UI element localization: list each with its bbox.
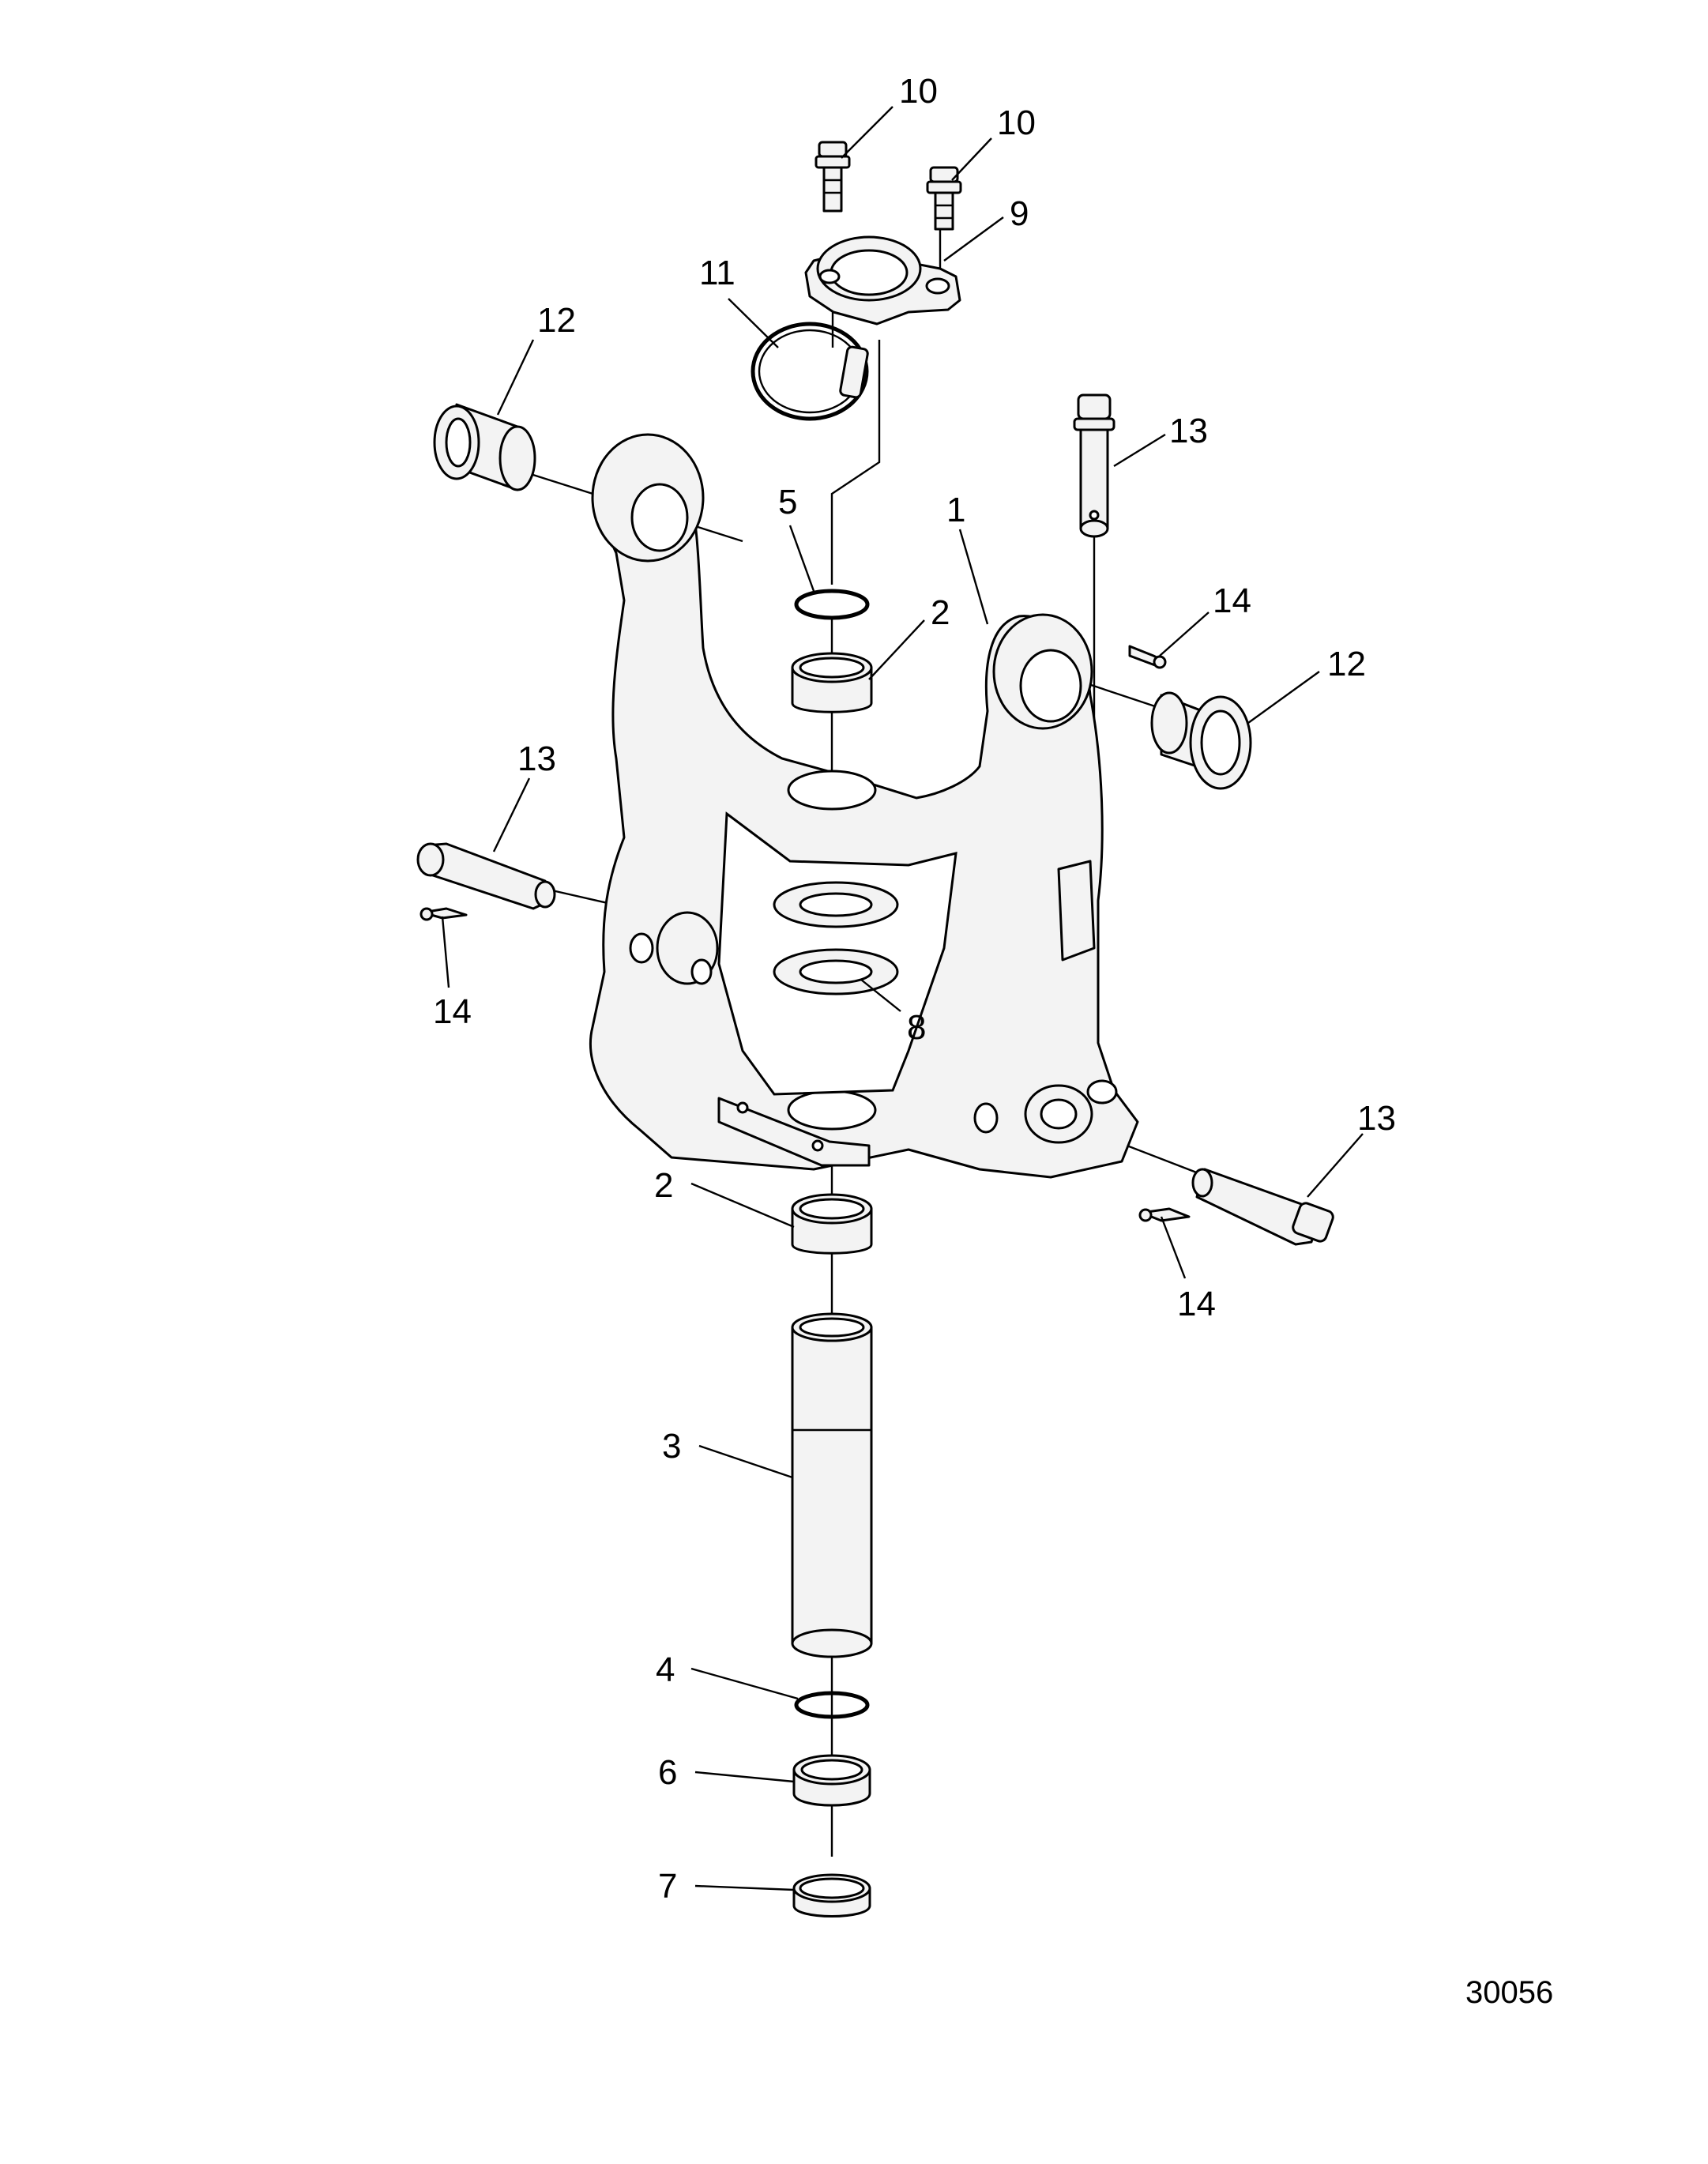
o-ring-part-4 [794,1691,870,1719]
swivel-bracket-part-1 [589,433,1139,1179]
callout-12-a: 12 [537,301,576,340]
callout-13-c: 13 [1357,1099,1396,1138]
pin-part-13-left [416,842,556,910]
callout-14-b: 14 [433,992,472,1031]
callout-4: 4 [656,1650,675,1689]
pin-part-13-right [1191,1168,1334,1246]
bushing-part-2-top [791,652,873,713]
pin-part-13-top [1073,393,1115,538]
washer-part-8-lower [773,948,899,995]
flange-housing-part-9 [804,235,961,326]
callout-9: 9 [1010,194,1029,233]
bolt-part-10-left [814,141,851,213]
callout-12-b: 12 [1327,645,1366,683]
flanged-bushing-part-12-left [433,403,536,491]
shaft-tube-part-3 [791,1312,873,1658]
cotter-pin-part-14-top [1128,645,1167,669]
cap-ring-part-7 [792,1873,871,1917]
callout-7: 7 [658,1867,677,1906]
leader-lines [441,106,1364,1891]
callout-14-a: 14 [1213,581,1251,620]
callout-labels: 10 10 9 11 12 13 5 1 14 2 12 13 14 8 13 … [433,72,1396,1906]
callout-2-a: 2 [931,593,950,632]
flanged-bushing-part-12-right [1150,691,1252,790]
callout-13-a: 13 [1169,412,1208,450]
callout-10-b: 10 [997,103,1036,142]
seal-part-6 [792,1754,871,1807]
callout-6: 6 [658,1753,677,1792]
callout-2-b: 2 [654,1166,673,1205]
callout-5: 5 [778,483,797,521]
hose-clamp-part-11 [751,322,869,421]
bushing-part-2-bottom [791,1193,873,1255]
callout-13-b: 13 [517,740,556,778]
callout-3: 3 [662,1427,681,1466]
washer-part-8-upper [773,881,899,928]
callout-8: 8 [907,1008,926,1047]
cotter-pin-part-14-left [419,907,468,921]
cotter-pin-part-14-right [1138,1207,1191,1222]
callout-10-a: 10 [899,72,938,111]
callout-14-c: 14 [1177,1285,1216,1323]
callout-11: 11 [699,254,735,292]
callout-1: 1 [946,491,965,529]
figure-id: 30056 [1465,1975,1553,2010]
bolt-part-10-right [926,166,962,231]
o-ring-part-5 [794,589,870,620]
